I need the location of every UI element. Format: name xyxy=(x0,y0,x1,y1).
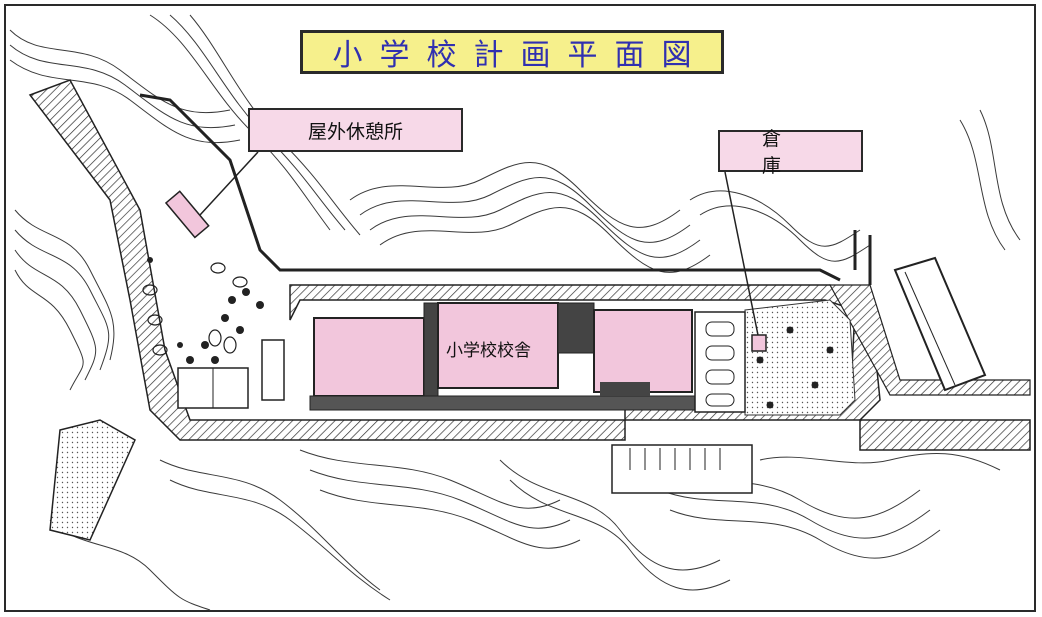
title-box: 小学校計画平面図 xyxy=(300,30,724,74)
school-building-label: 小学校校舎 xyxy=(446,341,531,361)
rest-area-label: 屋外休憩所 xyxy=(248,108,463,152)
rest-area-building xyxy=(164,190,210,239)
lower-left-plaza xyxy=(49,419,136,541)
storehouse-label-text: 倉庫 xyxy=(762,128,824,177)
right-building xyxy=(893,256,987,392)
trees xyxy=(147,257,834,409)
lower-parking xyxy=(611,444,753,494)
map-title: 小学校計画平面図 xyxy=(332,38,709,73)
storehouse xyxy=(694,311,767,413)
rest-area-label-text: 屋外休憩所 xyxy=(307,120,403,143)
storehouse-label: 倉庫 xyxy=(718,128,863,177)
school-building xyxy=(309,302,696,411)
